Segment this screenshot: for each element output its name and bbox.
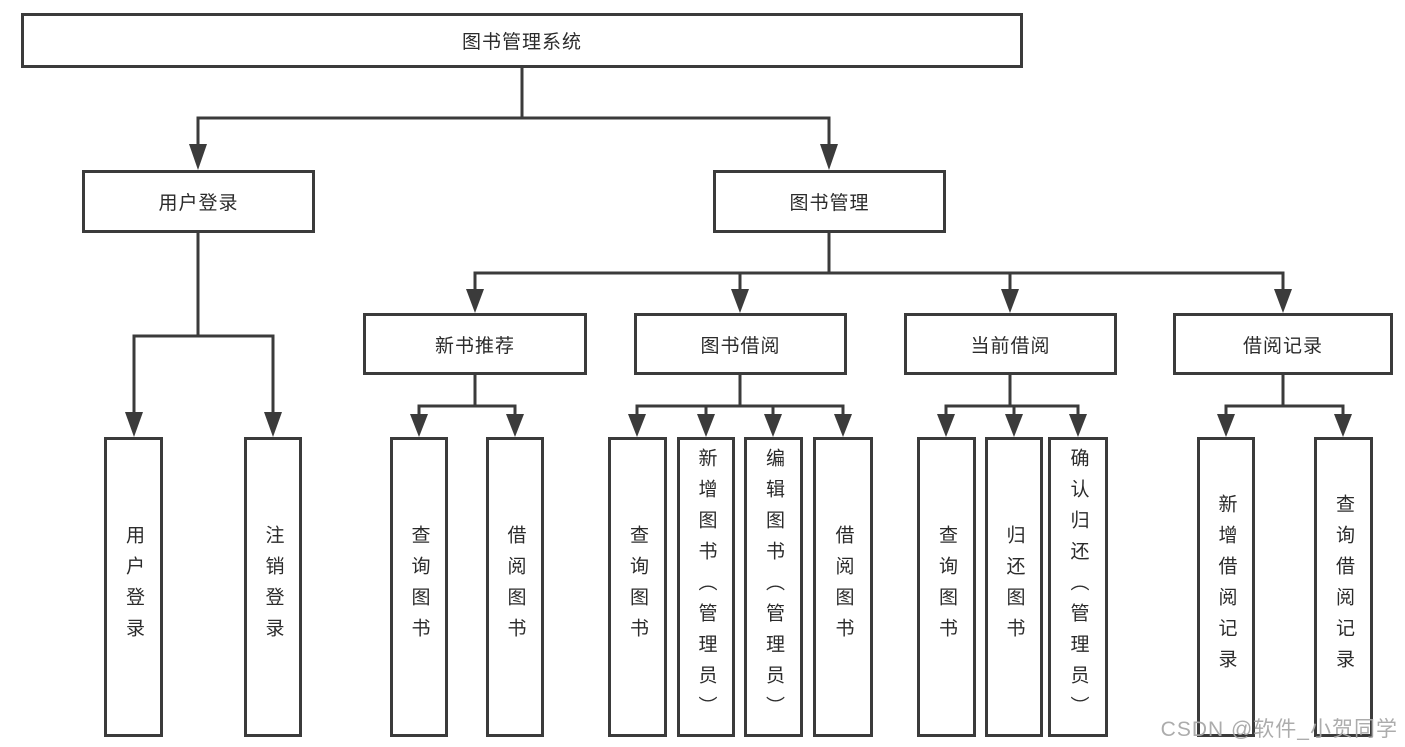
- node-label: 图书管理: [789, 193, 870, 214]
- leaf-label: 注销登录: [262, 525, 284, 649]
- arrowhead-icons: [125, 144, 1352, 437]
- node-label: 借阅记录: [1242, 335, 1323, 357]
- node-current-borrow: 当前借阅: [904, 313, 1117, 375]
- node-label: 当前借阅: [970, 335, 1051, 357]
- leaf-label: 查询图书: [627, 525, 648, 649]
- leaf-logout: 注销登录: [244, 437, 302, 737]
- node-borrow-records: 借阅记录: [1173, 313, 1393, 375]
- leaf-query-books-recommend: 查询图书: [390, 437, 448, 737]
- node-label: 用户登录: [158, 193, 239, 214]
- leaf-label: 确认归还（管理员）: [1067, 447, 1089, 727]
- leaf-label: 借阅图书: [832, 525, 854, 649]
- node-library-management-system: 图书管理系统: [21, 13, 1023, 68]
- leaf-label: 编辑图书（管理员）: [763, 447, 784, 727]
- leaf-borrow-books-recommend: 借阅图书: [486, 437, 544, 737]
- leaf-add-books-admin: 新增图书（管理员）: [677, 437, 735, 737]
- node-book-management: 图书管理: [713, 170, 946, 233]
- leaf-label: 归还图书: [1003, 525, 1025, 649]
- node-label: 新书推荐: [434, 335, 515, 357]
- node-user-login: 用户登录: [82, 170, 315, 233]
- leaf-label: 查询图书: [936, 525, 957, 649]
- leaf-borrow-books: 借阅图书: [813, 437, 873, 737]
- leaf-query-books-borrow: 查询图书: [608, 437, 667, 737]
- node-label: 图书借阅: [700, 335, 781, 357]
- node-book-borrow: 图书借阅: [634, 313, 847, 375]
- leaf-label: 查询图书: [408, 525, 430, 649]
- leaf-label: 新增图书（管理员）: [695, 447, 717, 727]
- leaf-label: 借阅图书: [504, 525, 526, 649]
- leaf-user-login: 用户登录: [104, 437, 163, 737]
- node-new-book-recommend: 新书推荐: [363, 313, 587, 375]
- leaf-label: 用户登录: [123, 525, 144, 649]
- watermark: CSDN @软件_小贺同学: [1160, 718, 1398, 741]
- leaf-confirm-return-admin: 确认归还（管理员）: [1048, 437, 1108, 737]
- leaf-return-books: 归还图书: [985, 437, 1043, 737]
- node-label: 图书管理系统: [461, 32, 582, 53]
- leaf-edit-books-admin: 编辑图书（管理员）: [744, 437, 803, 737]
- leaf-query-borrow-record: 查询借阅记录: [1314, 437, 1373, 737]
- leaf-query-books-current: 查询图书: [917, 437, 976, 737]
- leaf-label: 查询借阅记录: [1333, 494, 1354, 680]
- leaf-add-borrow-record: 新增借阅记录: [1197, 437, 1255, 737]
- leaf-label: 新增借阅记录: [1215, 494, 1237, 680]
